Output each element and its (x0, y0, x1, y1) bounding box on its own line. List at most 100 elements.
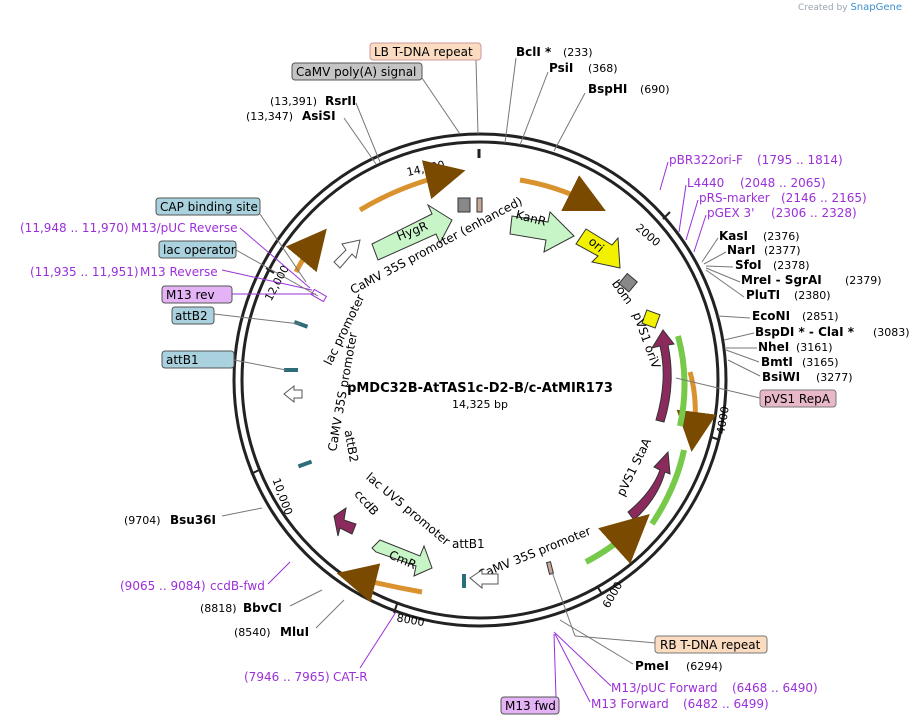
svg-text:CaMV poly(A) signal: CaMV poly(A) signal (296, 65, 416, 79)
snapgene-logo: SnapGene (850, 2, 902, 13)
site-bspdi-clai: BspDI * - ClaI * (3083) (723, 325, 910, 341)
scale-tick-8000: 8000 (393, 603, 426, 629)
orf-arrow-top-right (519, 175, 606, 211)
svg-text:PluTI: PluTI (746, 288, 780, 302)
svg-text:(2377): (2377) (764, 244, 801, 257)
site-bbvci: (8818) BbvCI (200, 589, 323, 615)
tick-label-4000: 4000 (714, 405, 732, 435)
svg-text:(9704): (9704) (124, 514, 161, 527)
attb1-marker (462, 574, 466, 588)
svg-text:(11,948 .. 11,970): (11,948 .. 11,970) (20, 221, 129, 235)
attb1-inner-label: attB1 (452, 537, 485, 551)
svg-text:(3277): (3277) (816, 371, 853, 384)
cap-binding-site-box: CAP binding site (155, 197, 307, 283)
orf-arrow-left-upper (285, 228, 327, 274)
site-rsrii: (13,391) RsrII (270, 94, 381, 163)
small-grey-marker-2 (476, 197, 483, 213)
svg-text:PmeI: PmeI (635, 659, 669, 673)
svg-text:M13/pUC Forward: M13/pUC Forward (611, 681, 718, 695)
camv-polya-box: CaMV poly(A) signal (291, 62, 461, 135)
ccdb-arrow: ccdB (333, 487, 381, 537)
svg-text:BsiWI: BsiWI (762, 370, 800, 384)
primer-cat-r: (7946 .. 7965) CAT-R (244, 611, 397, 684)
svg-text:BbvCI: BbvCI (243, 601, 282, 615)
site-asisi: (13,347) AsiSI (246, 109, 377, 165)
pvs1-staa-label: pVS1 StaA (614, 435, 654, 498)
svg-text:MreI - SgrAI: MreI - SgrAI (741, 273, 822, 287)
svg-text:(8818): (8818) (200, 602, 237, 615)
attb2-marker-lower (297, 459, 313, 469)
site-kasi: KasI (2376) (701, 229, 800, 263)
tick-label-2000: 2000 (633, 221, 663, 249)
kanr-arrow: KanR (509, 208, 575, 253)
site-nhei: NheI (3161) (726, 340, 833, 354)
small-grey-marker-1 (457, 197, 471, 213)
svg-text:(2378): (2378) (773, 259, 810, 272)
camv35s-bottom-label: CaMV 35S promoter (476, 524, 593, 582)
svg-text:M13/pUC Reverse: M13/pUC Reverse (131, 221, 238, 235)
svg-text:pGEX 3': pGEX 3' (707, 206, 754, 220)
site-bcli: BclI * (233) (504, 45, 593, 144)
green-arrow-right (675, 335, 688, 427)
cmr-label: CmR (387, 548, 419, 572)
svg-text:(2380): (2380) (794, 289, 831, 302)
primer-pbr322ori-f: pBR322ori-F (1795 .. 1814) (659, 153, 843, 191)
svg-text:PsiI: PsiI (549, 61, 573, 75)
svg-text:BspDI * - ClaI *: BspDI * - ClaI * (755, 325, 855, 339)
svg-text:pBR322ori-F: pBR322ori-F (669, 153, 743, 167)
svg-text:(7946 .. 7965): (7946 .. 7965) (244, 670, 330, 684)
svg-text:M13 Forward: M13 Forward (591, 697, 669, 711)
svg-text:M13 fwd: M13 fwd (505, 699, 556, 713)
primer-l4440: L4440 (2048 .. 2065) (678, 176, 826, 233)
primer-pgex-3: pGEX 3' (2306 .. 2328) (693, 206, 857, 253)
rb-tdna-box: RB T-DNA repeat (551, 571, 768, 654)
svg-text:ccdB-fwd: ccdB-fwd (210, 579, 265, 593)
ori-arrow: ori (575, 228, 621, 269)
primer-m13-reverse: (11,935 .. 11,951) M13 Reverse (30, 265, 313, 291)
attb2-inner-label: attB2 (342, 429, 361, 464)
svg-text:SfoI: SfoI (735, 258, 762, 272)
svg-text:RsrII: RsrII (325, 94, 356, 108)
pvs1-repa-arrow (650, 329, 675, 423)
svg-text:(6294): (6294) (686, 660, 723, 673)
svg-text:M13 rev: M13 rev (166, 288, 215, 302)
site-pmei: PmeI (6294) (559, 619, 723, 673)
svg-text:(2851): (2851) (802, 310, 839, 323)
primer-prs-marker: pRS-marker (2146 .. 2165) (685, 191, 867, 241)
site-sfoi: SfoI (2378) (705, 258, 810, 272)
svg-text:(2146 .. 2165): (2146 .. 2165) (781, 191, 867, 205)
site-bmti: BmtI (3165) (725, 349, 839, 369)
site-psii: PsiI (368) (519, 61, 618, 146)
svg-text:(9065 .. 9084): (9065 .. 9084) (120, 579, 206, 593)
backbone-outer (232, 132, 728, 628)
camv35s-left-arrow (283, 384, 303, 404)
svg-text:(3165): (3165) (802, 356, 839, 369)
svg-text:Bsu36I: Bsu36I (170, 513, 216, 527)
svg-text:(368): (368) (588, 62, 618, 75)
orf-arrow-right (676, 371, 717, 452)
svg-text:pVS1 RepA: pVS1 RepA (764, 392, 831, 406)
site-mlui: (8540) MluI (234, 599, 345, 639)
green-arrow-right-lower (649, 449, 687, 526)
plasmid-name: pMDC32B-AtTAS1c-D2-B/c-AtMIR173 (347, 381, 613, 396)
site-mrei-sgrai: MreI - SgrAI (2379) (705, 267, 882, 287)
svg-text:(3161): (3161) (796, 341, 833, 354)
site-pluti: PluTI (2380) (705, 269, 831, 302)
orf-arrow-top-left (358, 160, 466, 213)
tick-label-8000: 8000 (396, 611, 426, 629)
svg-text:L4440: L4440 (687, 176, 724, 190)
lb-tdna-box: LB T-DNA repeat (369, 42, 482, 135)
svg-text:(1795 .. 1814): (1795 .. 1814) (757, 153, 843, 167)
pvs1-repa-box: pVS1 RepA (675, 377, 837, 408)
svg-text:(2379): (2379) (845, 274, 882, 287)
svg-text:EcoNI: EcoNI (752, 309, 790, 323)
svg-text:(6482 .. 6499): (6482 .. 6499) (683, 697, 769, 711)
svg-text:MluI: MluI (280, 625, 309, 639)
primer-m13-puc-reverse: (11,948 .. 11,970) M13/pUC Reverse (20, 221, 311, 289)
bom-marker: bom (609, 272, 638, 307)
svg-text:BmtI: BmtI (761, 355, 793, 369)
site-bsiwi: BsiWI (3277) (727, 359, 853, 384)
snapgene-credit: Created by SnapGene (798, 2, 902, 13)
svg-text:(13,391): (13,391) (270, 95, 317, 108)
